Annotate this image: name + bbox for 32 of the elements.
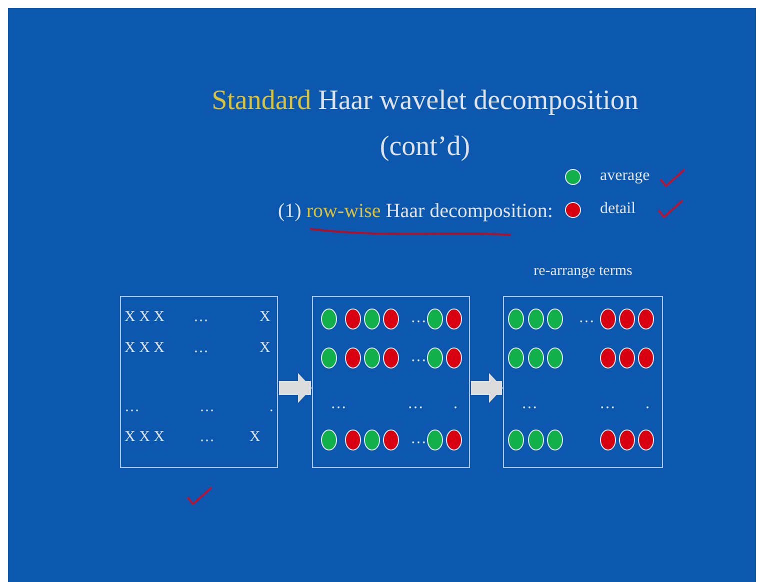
matrix-box xyxy=(312,296,470,468)
matrix-entry: … xyxy=(330,396,346,412)
subheading: (1) row-wise Haar decomposition: xyxy=(278,201,553,221)
matrix-entries: X X X xyxy=(124,341,164,356)
matrix-entry: . xyxy=(646,396,650,412)
matrix-entry: … xyxy=(600,396,616,412)
matrix-box xyxy=(503,296,663,468)
matrix-entry: … xyxy=(194,341,208,356)
block-arrow xyxy=(279,373,312,403)
matrix-entries: X X X xyxy=(124,310,164,325)
box-caption: re-arrange terms xyxy=(532,264,634,279)
matrix-entry: … xyxy=(578,310,594,326)
matrix-entry: … xyxy=(410,431,426,447)
matrix-entry: X xyxy=(260,310,270,325)
matrix-entry: … xyxy=(410,310,426,326)
matrix-entry: . xyxy=(454,396,458,412)
matrix-entry: … xyxy=(522,396,538,412)
slide-title: Standard Haar wavelet decomposition (cont’d) xyxy=(210,84,640,164)
matrix-entry: X xyxy=(260,341,270,356)
matrix-entry: X xyxy=(250,430,260,445)
matrix-entry: … xyxy=(200,430,214,445)
legend-label: detail xyxy=(600,201,636,217)
matrix-entries: X X X xyxy=(124,430,164,445)
block-arrow xyxy=(471,373,503,403)
matrix-entry: … xyxy=(200,400,214,415)
matrix-entry: … xyxy=(194,310,208,325)
matrix-entry: … xyxy=(410,349,426,365)
legend-label: average xyxy=(600,168,650,184)
matrix-entry: … xyxy=(124,400,140,415)
matrix-entry: … xyxy=(408,396,424,412)
matrix-box xyxy=(120,296,278,468)
matrix-entry: . xyxy=(270,400,274,415)
